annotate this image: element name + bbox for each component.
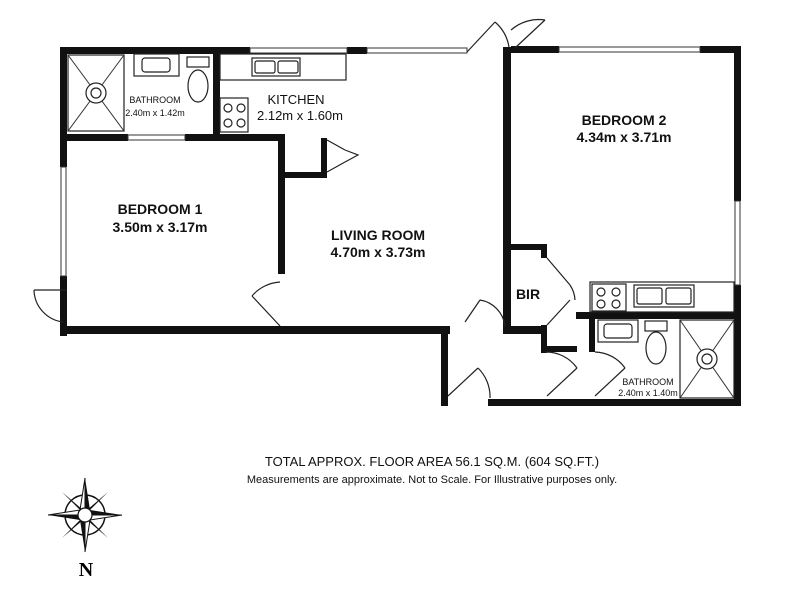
doors	[33, 18, 626, 399]
bedroom2-dims: 4.34m x 3.71m	[577, 129, 672, 145]
bedroom1-name: BEDROOM 1	[118, 201, 203, 217]
fixtures	[67, 53, 735, 399]
living-room-name: LIVING ROOM	[331, 227, 425, 243]
walls	[60, 46, 741, 406]
living-room-dims: 4.70m x 3.73m	[331, 244, 426, 260]
bathroom2-dims: 2.40m x 1.40m	[618, 388, 678, 398]
bathroom2-name: BATHROOM	[622, 377, 673, 387]
compass-icon	[47, 477, 123, 553]
cooktop-2	[591, 283, 627, 312]
north-label: N	[79, 559, 94, 581]
disclaimer-text: Measurements are approximate. Not to Sca…	[247, 474, 617, 486]
kitchen-dims: 2.12m x 1.60m	[257, 108, 343, 123]
cooktop	[219, 97, 249, 133]
toilet-2	[644, 320, 668, 332]
bedroom2-name: BEDROOM 2	[582, 112, 667, 128]
floor-area-text: TOTAL APPROX. FLOOR AREA 56.1 SQ.M. (604…	[265, 454, 599, 469]
kitchen-name: KITCHEN	[267, 92, 324, 107]
bathroom1-name: BATHROOM	[129, 95, 180, 105]
bedroom1-dims: 3.50m x 3.17m	[113, 219, 208, 235]
windows	[60, 46, 741, 286]
bathroom1-dims: 2.40m x 1.42m	[125, 108, 185, 118]
bir-label: BIR	[516, 286, 540, 302]
toilet	[186, 56, 210, 68]
